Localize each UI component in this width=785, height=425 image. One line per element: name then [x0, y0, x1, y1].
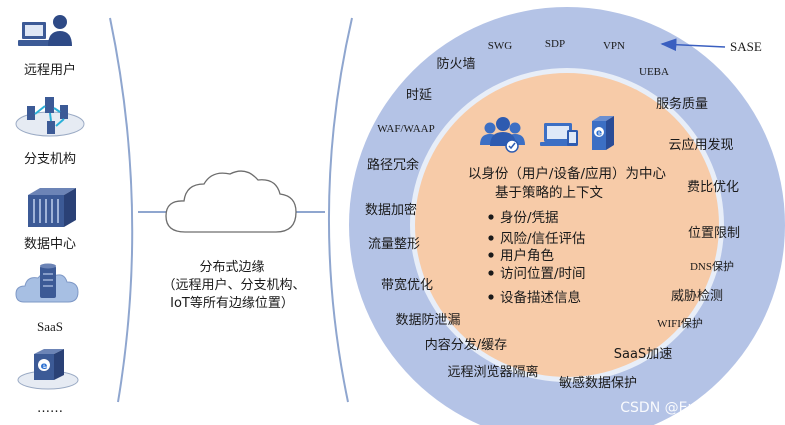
edge-cloud-icon — [165, 170, 297, 233]
application-icon: e — [592, 116, 614, 150]
bullet-identity: 身份/凭据 — [500, 210, 559, 226]
bullet-dot — [488, 294, 494, 300]
service-wifi-protection: WIFI保护 — [657, 316, 703, 330]
left-item-label-2: 数据中心 — [24, 237, 76, 252]
edge-line-3: IoT等所有边缘位置） — [170, 295, 294, 311]
left-item-label-4: …… — [37, 401, 63, 416]
datacenter-server-icon — [28, 188, 76, 227]
ring-services: SWG SDP VPN UEBA 服务质量 云应用发现 费比优化 位置限制 DN… — [365, 38, 740, 391]
bullet-dot — [488, 235, 494, 241]
service-cost-optimization: 费比优化 — [687, 180, 739, 195]
service-waf-waap: WAF/WAAP — [377, 123, 434, 135]
service-remote-browser-isolation: 远程浏览器隔离 — [447, 364, 538, 380]
bullet-dot — [488, 270, 494, 276]
service-dns-protection: DNS保护 — [690, 259, 734, 273]
bullet-dot — [488, 252, 494, 258]
service-saas-acceleration: SaaS加速 — [614, 347, 672, 362]
left-item-label-1: 分支机构 — [24, 152, 76, 167]
service-latency: 时延 — [406, 88, 432, 103]
bullet-device-info: 设备描述信息 — [500, 289, 581, 306]
left-item-label-3: SaaS — [37, 319, 63, 334]
svg-text:e: e — [41, 361, 48, 372]
service-data-encryption: 数据加密 — [365, 202, 417, 218]
service-firewall: 防火墙 — [436, 56, 475, 72]
bullet-location-time: 访问位置/时间 — [500, 266, 586, 282]
sase-arrow — [660, 38, 726, 52]
left-divider-arc — [109, 17, 134, 403]
service-vpn: VPN — [603, 40, 625, 52]
center-bullets: 身份/凭据 风险/信任评估 用户角色 访问位置/时间 设备描述信息 — [488, 210, 586, 306]
saas-cloud-server-icon — [15, 263, 79, 303]
devices-icon — [540, 123, 578, 146]
center-title-line-2: 基于策略的上下文 — [495, 184, 603, 201]
remote-user-icon — [18, 15, 72, 46]
service-content-delivery-cache: 内容分发/缓存 — [425, 337, 507, 353]
bullet-risk: 风险/信任评估 — [500, 231, 586, 247]
service-threat-detection: 威胁检测 — [671, 289, 723, 304]
service-qos: 服务质量 — [656, 96, 708, 112]
right-divider-arc — [328, 17, 353, 403]
watermark: CSDN @Enlink_Young — [620, 400, 770, 416]
service-traffic-shaping: 流量整形 — [368, 237, 420, 252]
service-path-redundancy: 路径冗余 — [367, 157, 419, 173]
service-dlp: 数据防泄漏 — [395, 312, 460, 328]
sase-label: SASE — [730, 39, 762, 54]
edge-line-2: （远程用户、分支机构、 — [162, 277, 305, 293]
service-ueba: UEBA — [639, 66, 669, 78]
service-sensitive-data-protection: 敏感数据保护 — [559, 375, 637, 391]
service-cloud-app-discovery: 云应用发现 — [668, 137, 733, 153]
svg-text:e: e — [596, 129, 602, 139]
service-swg: SWG — [488, 40, 513, 52]
bullet-role: 用户角色 — [500, 247, 554, 264]
service-sdp: SDP — [545, 38, 565, 50]
edge-title: 分布式边缘 — [199, 260, 264, 275]
user-group-icon — [480, 117, 525, 153]
branch-network-icon — [15, 97, 85, 137]
service-bandwidth-optimization: 带宽优化 — [381, 277, 433, 293]
center-title-line-1: 以身份（用户/设备/应用）为中心 — [468, 165, 667, 182]
web-app-icon: e — [17, 349, 79, 390]
identity-center-circle — [415, 73, 719, 377]
bullet-dot — [488, 214, 494, 220]
service-location-restriction: 位置限制 — [688, 226, 740, 241]
left-item-label-0: 远程用户 — [24, 62, 76, 78]
